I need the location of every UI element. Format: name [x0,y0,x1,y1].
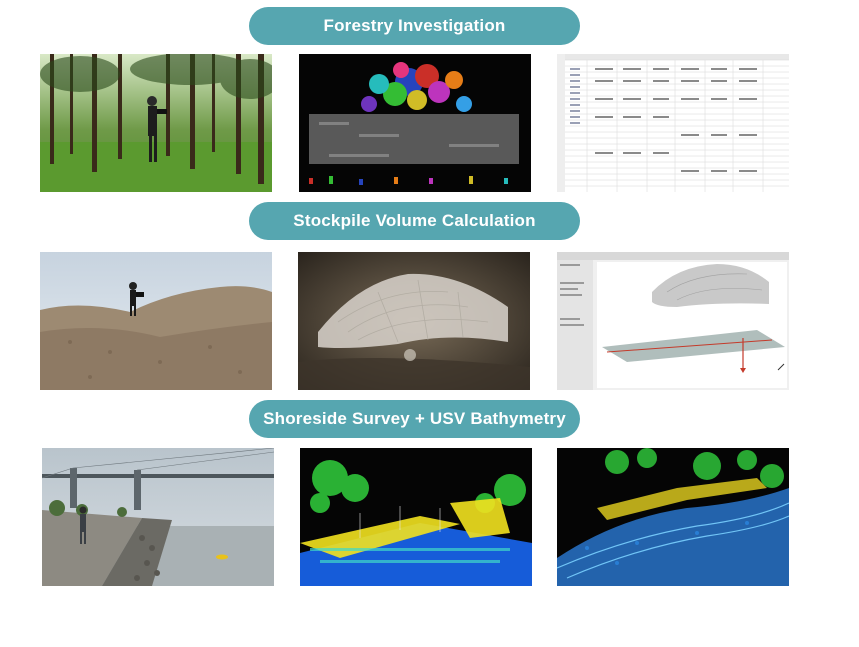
point-cloud-trees [299,54,531,192]
section-title-stockpile: Stockpile Volume Calculation [249,202,580,240]
shoreline-photo [42,448,274,586]
forest-photo [40,54,272,192]
shore-point-cloud [300,448,532,586]
bathymetry-point-cloud [557,448,789,586]
spreadsheet-screenshot [557,54,789,192]
section-title-forestry: Forestry Investigation [249,7,580,45]
stockpile-mesh [298,252,530,390]
section-title-shoreside: Shoreside Survey + USV Bathymetry [249,400,580,438]
volume-software-screenshot [557,252,789,390]
stockpile-photo [40,252,272,390]
